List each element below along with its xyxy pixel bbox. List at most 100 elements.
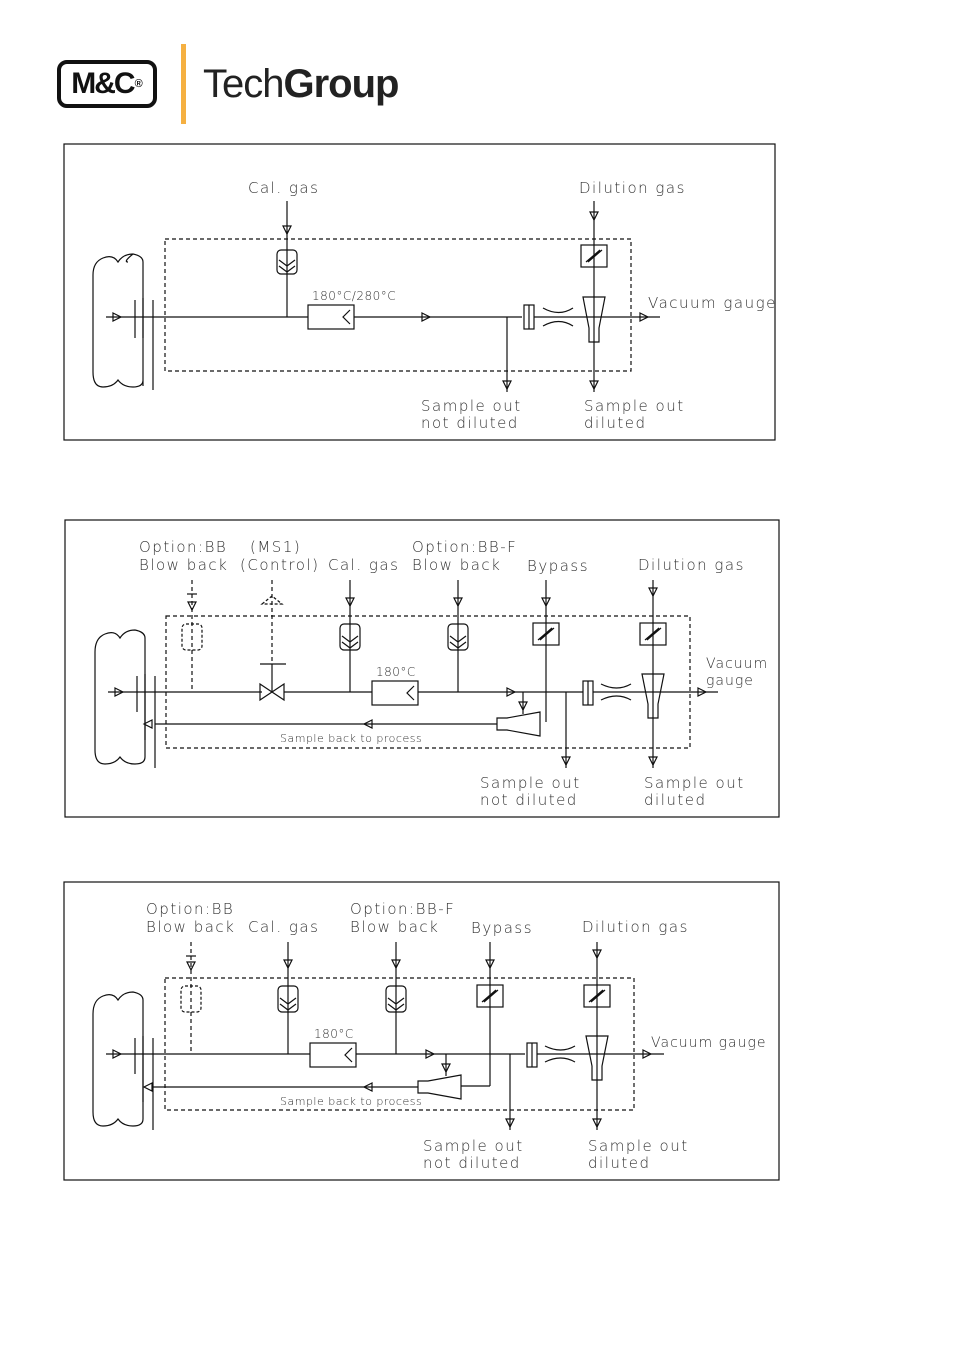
brand-bold: Group [283,62,400,106]
heater-icon [307,304,355,330]
valve-icon [259,682,285,702]
diagram-2-heated-box [165,615,691,749]
sample-out-label: Sample out [588,1137,689,1155]
sample-out-label: Sample out [584,397,685,415]
heat-exchanger-icon [639,622,667,646]
not-diluted-label: not diluted [421,414,519,432]
filter-icon [180,985,202,1013]
option-bbf-label: Option:BB-F [412,538,517,556]
diagram-3-frame [63,881,780,1181]
venturi-icon [544,1045,576,1063]
sample-out-label: Sample out [644,774,745,792]
filter-icon [385,985,407,1013]
venturi-icon [542,307,574,327]
vacuum-gauge-label: Vacuum gauge [648,294,777,312]
arrow-down-icon [505,1118,515,1129]
venturi-icon [600,683,632,701]
option-bbf-label: Option:BB-F [350,900,455,918]
valve-actuator-icon [260,595,284,605]
arrow-down-icon [502,380,512,391]
control-label: (Control) [240,556,319,574]
inlet-arrow-icon [112,312,123,322]
diagram-1 [63,143,776,441]
heat-exchanger-icon [580,244,608,268]
arrow-down-icon [648,756,658,767]
mc-logo-text: M&C [71,67,135,100]
arrow-right-icon [506,687,517,697]
not-diluted-label: not diluted [423,1154,521,1172]
arrow-down-icon [485,959,495,970]
ejector-return-icon [496,711,541,737]
ejector-return-icon [417,1074,462,1100]
blow-back-label: Blow back [412,556,501,574]
cal-gas-label: Cal. gas [248,918,319,936]
arrow-down-icon [592,1118,602,1129]
filter-icon [276,249,298,275]
option-bb-label: Option:BB [146,900,234,918]
blow-back-label: Blow back [350,918,439,936]
heat-exchanger-icon [583,984,611,1008]
diagram-1-heated-box [164,238,632,372]
cal-gas-label: Cal. gas [328,556,399,574]
brand-name: TechGroup [203,62,400,107]
vacuum-gauge-label: Vacuum gauge [651,1035,766,1051]
arrow-right-icon [697,687,708,697]
company-logo: M&C® TechGroup [55,44,415,126]
arrow-down-icon [648,587,658,598]
arrow-right-icon [639,312,650,322]
arrow-down-icon [186,961,196,972]
bypass-label: Bypass [527,557,589,575]
option-bb-label: Option:BB [139,538,227,556]
heater-icon [371,680,419,706]
diagram-2-frame [64,519,780,818]
blow-back-label: Blow back [139,556,228,574]
vacuum-label: Vacuum [706,656,768,672]
arrow-down-icon [589,380,599,391]
registered-mark: ® [134,78,143,90]
arrow-left-icon [362,719,373,729]
temperature-label: 180°C/280°C [312,289,396,303]
diluted-label: diluted [588,1154,651,1172]
heat-exchanger-icon [532,622,560,646]
ejector-icon [582,296,606,343]
arrow-right-icon [421,312,432,322]
sample-out-label: Sample out [421,397,522,415]
not-diluted-label: not diluted [480,791,578,809]
diluted-label: diluted [584,414,647,432]
filter-icon [277,985,299,1013]
mc-logo-mark: M&C® [57,60,157,108]
diagram-3 [63,881,780,1181]
arrow-down-icon [589,211,599,222]
sample-out-label: Sample out [423,1137,524,1155]
diagram-2 [64,519,780,818]
inlet-arrow-icon [114,687,125,697]
sample-back-label: Sample back to process [280,732,422,745]
cal-gas-label: Cal. gas [248,179,319,197]
logo-divider-bar [181,44,186,124]
heater-icon [309,1042,357,1068]
arrow-left-icon [142,1082,153,1092]
bypass-label: Bypass [471,919,533,937]
arrow-down-icon [345,597,355,608]
inlet-arrow-icon [112,1049,123,1059]
arrow-left-icon [142,719,153,729]
arrow-down-icon [187,601,197,612]
arrow-right-icon [642,1049,653,1059]
gauge-label: gauge [706,673,754,689]
dilution-gas-label: Dilution gas [638,556,745,574]
ms1-label: (MS1) [250,538,301,556]
dilution-gas-label: Dilution gas [579,179,686,197]
temperature-label: 180°C [314,1027,354,1041]
arrow-down-icon [282,225,292,236]
arrow-down-icon [453,597,463,608]
ejector-icon [641,673,665,719]
diluted-label: diluted [644,791,707,809]
diagram-3-heated-box [164,977,635,1111]
sample-back-label: Sample back to process [280,1095,422,1108]
filter-icon [181,623,203,651]
filter-icon [339,623,361,651]
diagram-1-frame [63,143,776,441]
arrow-down-icon [541,597,551,608]
heat-exchanger-icon [476,984,504,1008]
